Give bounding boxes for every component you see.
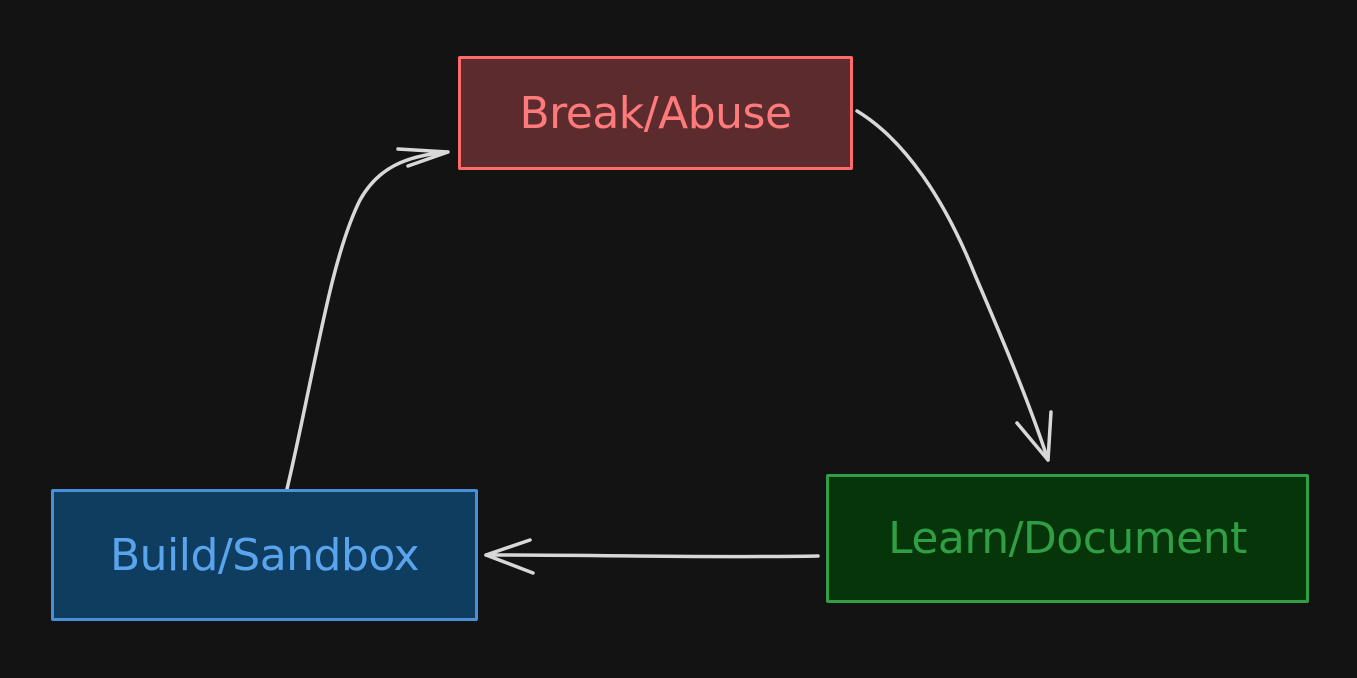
node-break-abuse-label: Break/Abuse	[519, 87, 792, 139]
node-learn-document-label: Learn/Document	[888, 513, 1247, 564]
arrow-break-to-learn	[855, 109, 1050, 462]
node-learn-document[interactable]: Learn/Document	[826, 474, 1309, 603]
arrow-learn-to-build	[484, 553, 820, 559]
node-build-sandbox-label: Build/Sandbox	[109, 529, 420, 581]
arrowhead-build-to-break	[396, 147, 450, 168]
arrowhead-break-to-learn	[1015, 410, 1053, 462]
arrowhead-learn-to-build	[484, 538, 535, 575]
arrow-build-to-break	[285, 150, 449, 491]
node-build-sandbox[interactable]: Build/Sandbox	[51, 489, 478, 621]
node-break-abuse[interactable]: Break/Abuse	[458, 56, 853, 170]
